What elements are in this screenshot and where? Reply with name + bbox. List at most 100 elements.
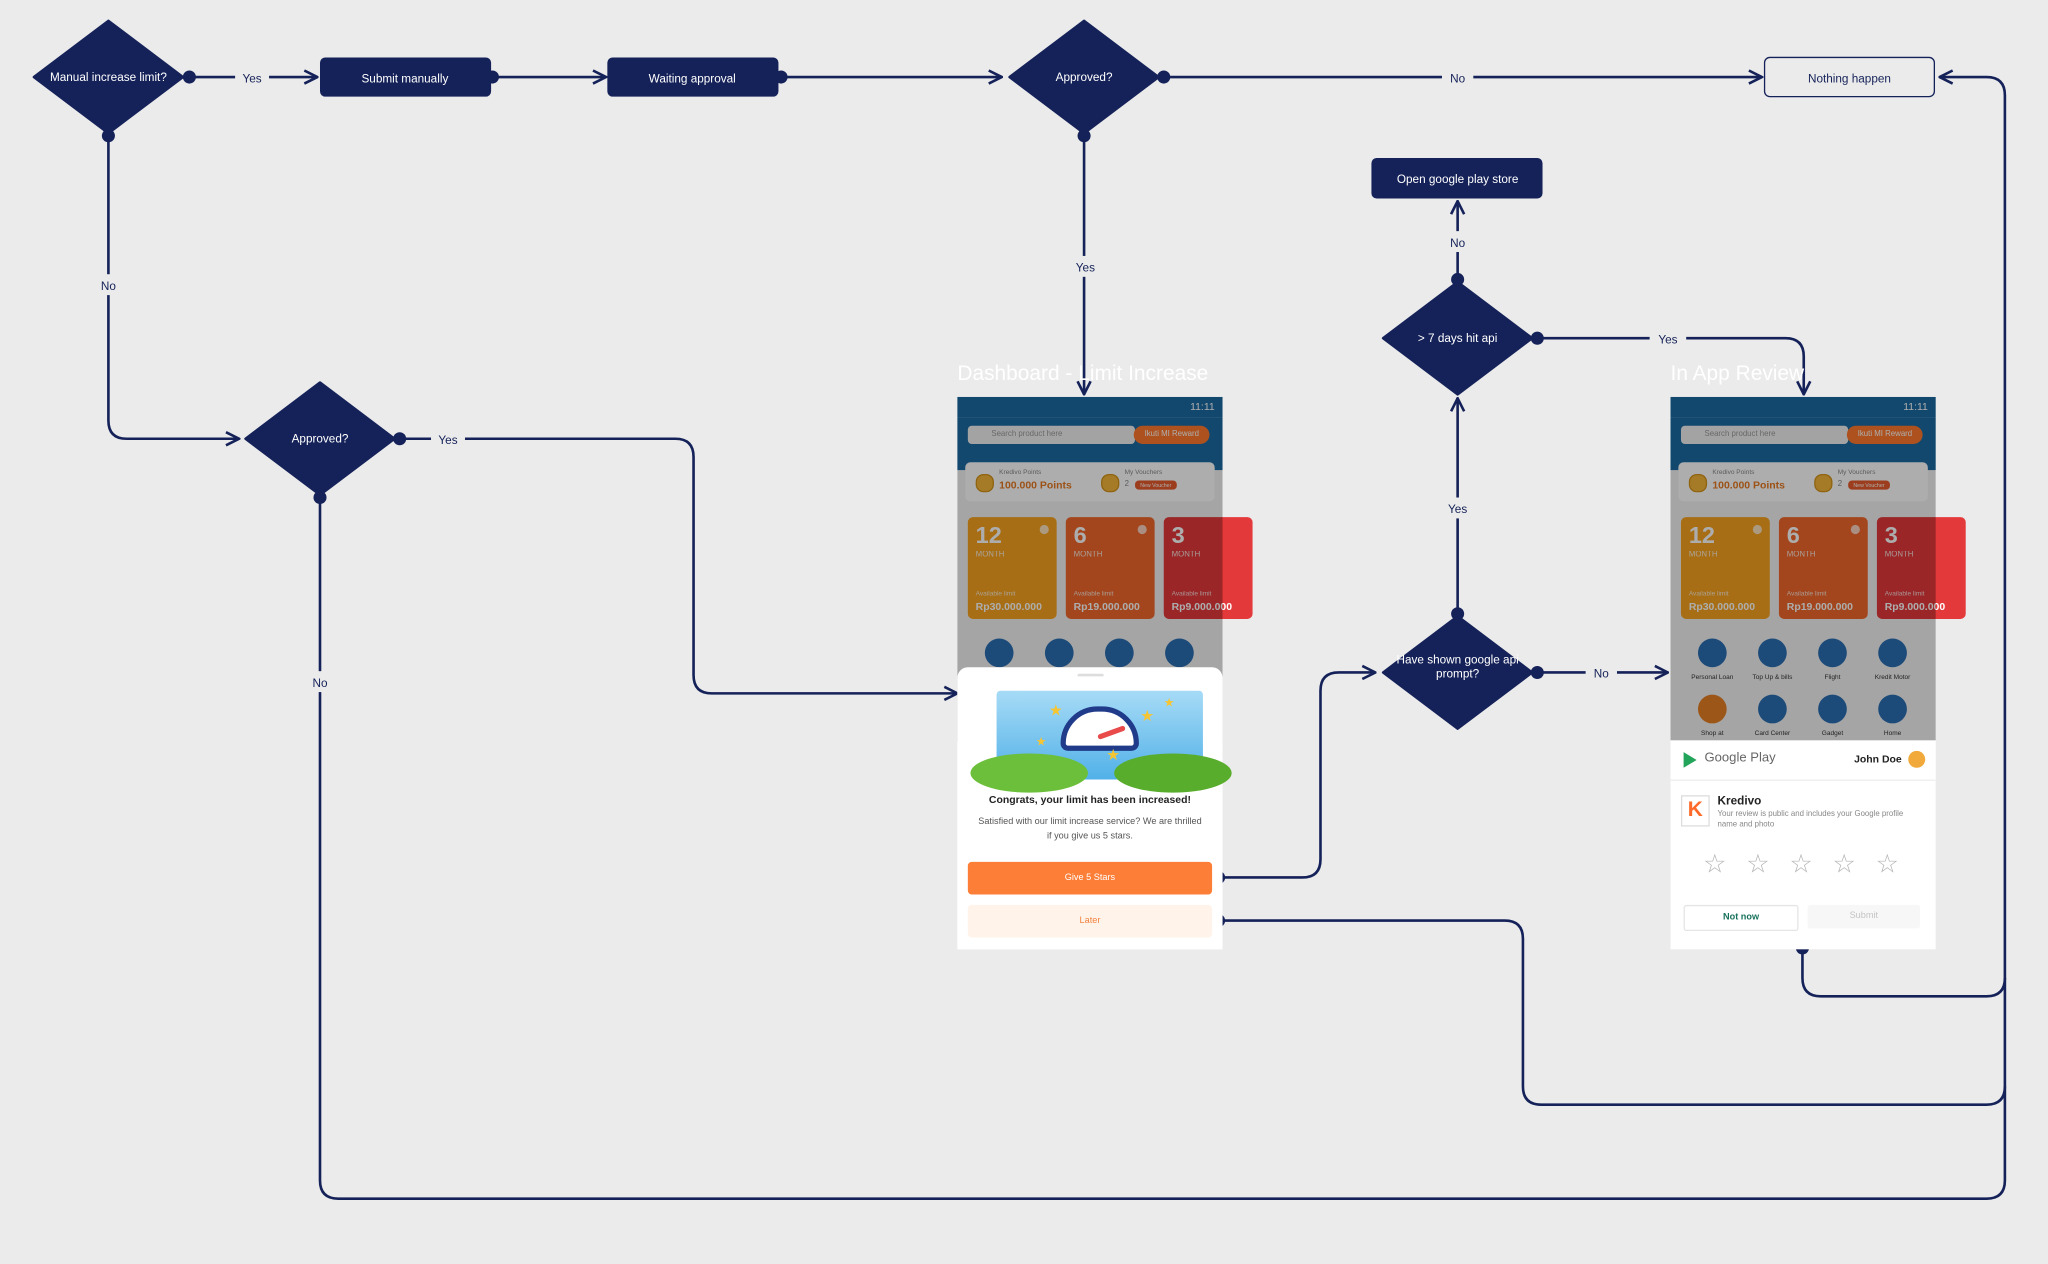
limit-card-3[interactable]: 3 MONTH Available limit Rp9.000.000	[1163, 517, 1253, 619]
decision-seven-days[interactable]: > 7 days hit api	[1381, 280, 1534, 396]
dot-approved-no	[1157, 70, 1171, 84]
info-icon	[1752, 524, 1762, 535]
terminal-nothing-happen[interactable]: Nothing happen	[1763, 56, 1936, 98]
connector-dots	[101, 70, 1809, 955]
card-term: 3	[1171, 522, 1185, 549]
edge-approved-left-yes	[399, 437, 958, 694]
rating-star-3[interactable]: ☆	[1789, 850, 1813, 879]
congrats-sheet: ★ ★ ★ ★ ★ Congrats, your limit has been …	[957, 667, 1232, 950]
card-amount: Rp30.000.000	[975, 600, 1042, 613]
dot-approved-yes	[1077, 129, 1091, 143]
top-up-icon[interactable]	[1758, 638, 1787, 668]
voucher-label: My Vouchers	[1124, 468, 1163, 477]
dot-manual-no	[101, 129, 115, 143]
points-label: Kredivo Points	[999, 468, 1042, 477]
home-icon[interactable]	[1878, 694, 1907, 724]
icon-label: Personal Loan	[1691, 673, 1734, 682]
shop-icon[interactable]	[1697, 694, 1727, 724]
label-no-2: No	[101, 280, 116, 293]
icon-label: Card Center	[1754, 729, 1791, 738]
process-waiting-approval-label: Waiting approval	[649, 72, 736, 85]
voucher-icon	[1101, 474, 1120, 493]
app-name: Kredivo	[1717, 793, 1762, 807]
submit-button[interactable]: Submit	[1807, 904, 1920, 929]
decision-manual-increase[interactable]: Manual increase limit?	[32, 19, 185, 135]
label-no-1: No	[1450, 72, 1465, 85]
limit-card-12[interactable]: 12 MONTH Available limit Rp30.000.000	[967, 517, 1057, 619]
limit-card-6[interactable]: 6 MONTH Available limit Rp19.000.000	[1065, 517, 1155, 619]
kredit-motor-icon[interactable]	[1878, 638, 1907, 668]
limit-cards: 12 MONTH Available limit Rp30.000.000 6 …	[967, 517, 1253, 619]
edge-manual-no	[107, 135, 239, 439]
process-submit-manually[interactable]: Submit manually	[319, 57, 492, 97]
star-icon: ★	[1106, 745, 1121, 764]
review-bg: 11:11 Search product here Ikuti MI Rewar…	[1670, 396, 1966, 741]
edge-later	[1218, 919, 2007, 1107]
gadget-icon[interactable]	[1818, 694, 1847, 724]
limit-cards: 12 MONTH Available limit Rp30.000.000 6 …	[1680, 517, 1966, 619]
edge-labels: Yes No Yes No Yes No Yes No No Yes	[94, 66, 1687, 693]
icon-label: Home	[1883, 729, 1902, 738]
card-label: Available limit	[975, 590, 1016, 599]
rating-star-5[interactable]: ☆	[1875, 850, 1900, 879]
process-open-play-store[interactable]: Open google play store	[1371, 158, 1543, 199]
voucher-count: 2	[1837, 480, 1843, 489]
card-label: Available limit	[1786, 590, 1827, 599]
dot-manual-yes	[182, 70, 196, 84]
reward-button[interactable]: Ikuti MI Reward	[1134, 425, 1210, 444]
flight-icon[interactable]	[1818, 638, 1847, 668]
card-label: Available limit	[1171, 590, 1212, 599]
dot-approved-left-yes	[393, 432, 407, 446]
review-disclaimer: Your review is public and includes your …	[1717, 810, 1904, 830]
rating-star-1[interactable]: ☆	[1703, 850, 1727, 879]
later-button[interactable]: Later	[967, 904, 1213, 938]
give-5-stars-button[interactable]: Give 5 Stars	[967, 861, 1213, 895]
edge-approved-left-no	[318, 77, 2007, 1201]
personal-loan-icon[interactable]	[1697, 638, 1727, 668]
decision-manual-increase-label: Manual increase limit?	[50, 71, 167, 84]
decision-approved-left[interactable]: Approved?	[244, 381, 396, 497]
rating-star-4[interactable]: ☆	[1832, 850, 1856, 879]
limit-card-6[interactable]: 6 MONTH Available limit Rp19.000.000	[1778, 517, 1868, 619]
points-bar: Kredivo Points 100.000 Points My Voucher…	[965, 462, 1215, 502]
congrats-title: Congrats, your limit has been increased!	[988, 793, 1191, 806]
google-play-icon	[1683, 752, 1697, 768]
icon-label: Gadget	[1821, 729, 1844, 738]
rating-star-2[interactable]: ☆	[1746, 850, 1770, 879]
kredit-motor-icon[interactable]	[1165, 638, 1194, 668]
top-up-icon[interactable]	[1044, 638, 1074, 668]
card-center-icon[interactable]	[1758, 694, 1787, 724]
star-icon: ★	[1035, 735, 1047, 749]
flight-icon[interactable]	[1104, 638, 1134, 668]
icon-label: Shop at	[1701, 729, 1724, 738]
nodes: Manual increase limit? Submit manually W…	[32, 19, 1936, 730]
process-waiting-approval[interactable]: Waiting approval	[607, 57, 779, 97]
decision-seven-days-label: > 7 days hit api	[1418, 332, 1497, 345]
personal-loan-icon[interactable]	[984, 638, 1014, 668]
kredivo-logo-icon: K	[1680, 795, 1710, 827]
search-input[interactable]: Search product here	[1680, 425, 1849, 444]
edge-give-stars	[1218, 672, 1376, 879]
decision-shown-prompt[interactable]: Have shown google api prompt?	[1381, 615, 1534, 730]
card-amount: Rp30.000.000	[1688, 600, 1756, 613]
card-unit: MONTH	[1786, 551, 1816, 559]
not-now-button[interactable]: Not now	[1683, 904, 1799, 932]
limit-card-3[interactable]: 3 MONTH Available limit Rp9.000.000	[1876, 517, 1966, 619]
star-icon: ★	[1048, 701, 1063, 720]
google-play-header: Google Play John Doe	[1670, 740, 1936, 781]
dashboard-topbar: Search product here Ikuti MI Reward	[1670, 417, 1936, 471]
reward-button[interactable]: Ikuti MI Reward	[1847, 425, 1923, 444]
modal-overlay	[1670, 396, 1936, 741]
screen-title-dashboard: Dashboard - Limit Increase	[957, 363, 1209, 386]
card-unit: MONTH	[975, 551, 1005, 559]
voucher-icon	[1814, 474, 1833, 493]
edge-review-done	[1801, 948, 2007, 998]
card-term: 12	[975, 522, 1002, 549]
screen-title-review: In App Review	[1670, 363, 1805, 386]
google-play-name: Google Play	[1704, 750, 1776, 766]
limit-card-12[interactable]: 12 MONTH Available limit Rp30.000.000	[1680, 517, 1770, 619]
decision-approved-top[interactable]: Approved?	[1008, 19, 1160, 135]
search-input[interactable]: Search product here	[967, 425, 1136, 444]
